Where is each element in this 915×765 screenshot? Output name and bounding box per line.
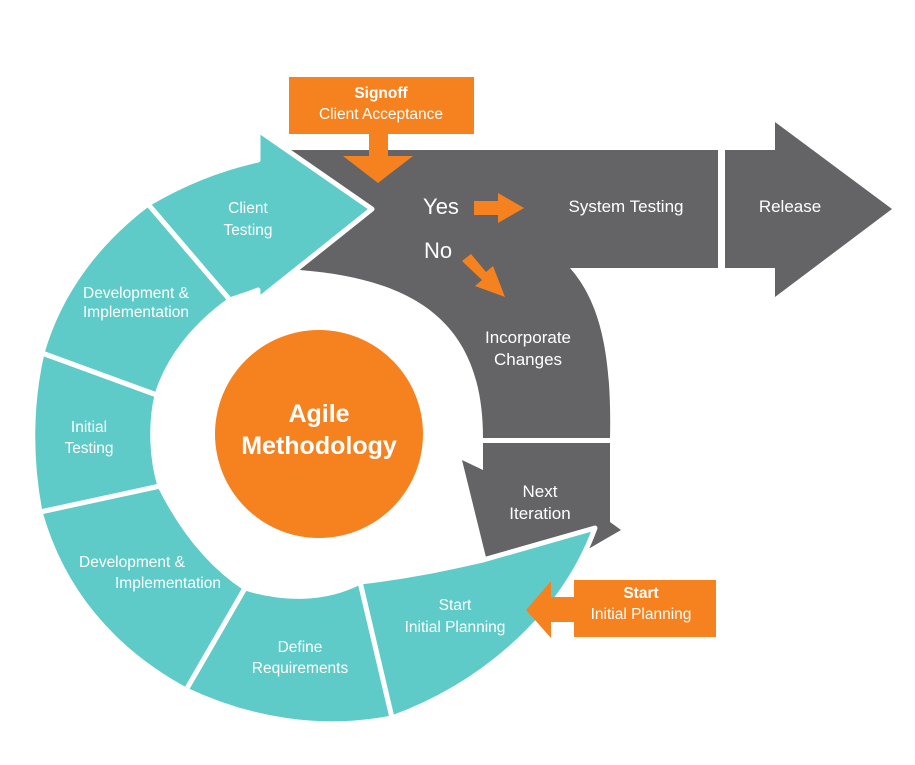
segment-start-initial-planning (357, 525, 598, 721)
next-iteration-label-line2: Iteration (509, 504, 570, 523)
yes-arrow-icon (474, 193, 524, 223)
start-callout-title: Start (623, 585, 658, 602)
center-title-line2: Methodology (241, 432, 397, 460)
incorporate-changes-label-line2: Changes (494, 350, 562, 369)
yes-label: Yes (423, 194, 459, 219)
client-testing-label-line1: Client (228, 200, 268, 217)
center-circle (215, 330, 423, 538)
system-testing-label: System Testing (569, 197, 684, 216)
no-label: No (424, 238, 452, 263)
define-requirements-label-line1: Define (278, 639, 323, 656)
initial-testing-label-line2: Testing (64, 440, 113, 457)
release-label: Release (759, 197, 821, 216)
development-implementation-upper-label-line2: Implementation (83, 304, 189, 321)
signoff-down-arrow-icon (343, 133, 413, 183)
start-initial-planning-label-line2: Initial Planning (405, 619, 506, 636)
initial-testing-label-line1: Initial (71, 419, 107, 436)
start-callout-subtitle: Initial Planning (591, 606, 692, 623)
signoff-callout-subtitle: Client Acceptance (319, 106, 443, 123)
segment-define-requirements (183, 579, 395, 727)
incorporate-changes-label-line1: Incorporate (485, 328, 571, 347)
segment-development-implementation-lower (37, 483, 248, 693)
segment-client-testing (145, 127, 375, 303)
segment-development-implementation-upper (39, 201, 233, 398)
start-initial-planning-label-line1: Start (439, 597, 472, 614)
development-implementation-lower-label-line1: Development & (79, 554, 186, 571)
client-testing-label-line2: Testing (223, 222, 272, 239)
center-title-line1: Agile (288, 400, 349, 428)
release-arrow (725, 122, 892, 297)
signoff-callout-title: Signoff (354, 85, 408, 102)
start-left-arrow-icon (526, 581, 575, 638)
segment-initial-testing (30, 350, 163, 515)
no-arrow-icon (462, 254, 505, 297)
signoff-callout-box (289, 77, 474, 134)
define-requirements-label-line2: Requirements (252, 660, 349, 677)
development-implementation-upper-label-line1: Development & (83, 285, 190, 302)
start-callout-box (574, 580, 716, 637)
next-iteration-label-line1: Next (523, 482, 558, 501)
development-implementation-lower-label-line2: Implementation (115, 575, 221, 592)
